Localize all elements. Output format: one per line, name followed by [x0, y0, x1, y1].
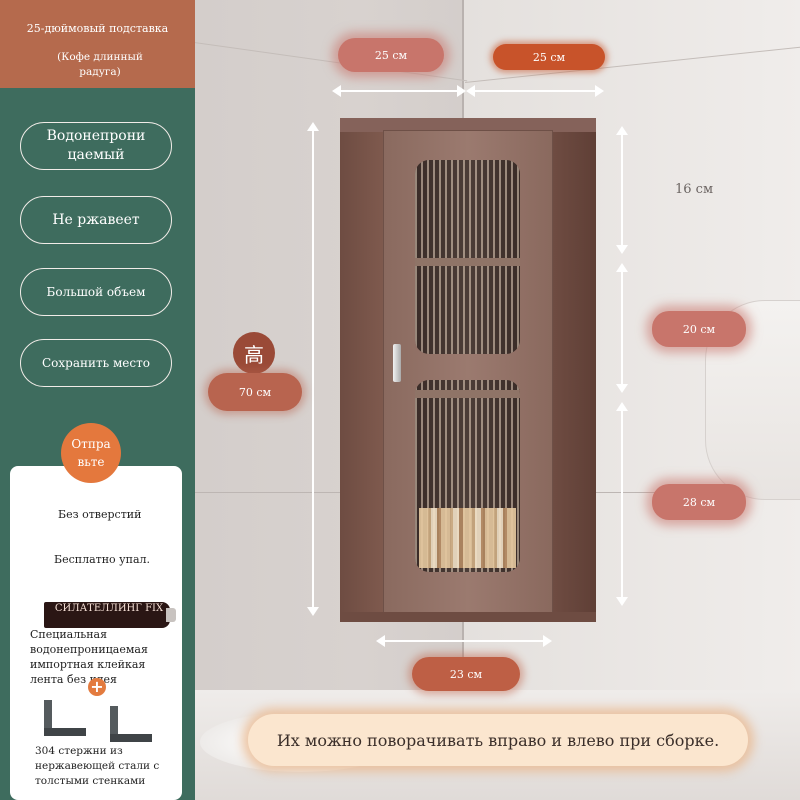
feature-label: Большой объем [46, 284, 146, 299]
feature-label: Сохранить место [41, 355, 150, 370]
feature-rustproof: Не ржавеет [20, 196, 172, 244]
gift-item-no-holes: Без отверстий [58, 508, 142, 521]
product-variant: (Кофе длинный радуга) [57, 51, 143, 78]
height-glyph: 高 [233, 332, 275, 374]
gift-item-free: Бесплатно упал. [54, 553, 151, 566]
feature-large-capacity: Большой объем [20, 268, 172, 316]
section-bottom-label: 28 см [652, 484, 746, 520]
cabinet-side-left [340, 118, 384, 616]
glue-tube-label: СИЛАТЕЛЛИНГ FIX [54, 603, 164, 614]
glue-tube-image: СИЛАТЕЛЛИНГ FIX [44, 602, 176, 628]
cabinet-base [340, 612, 596, 622]
section-bottom-arrow [616, 402, 628, 606]
gift-item-steel-rods: 304 стержни из нержавеющей стали с толст… [35, 745, 160, 787]
section-mid-label: 20 см [652, 311, 746, 347]
gift-card [10, 466, 182, 800]
gift-badge: Отпра вьте [61, 423, 121, 483]
cabinet-glass-upper [415, 160, 520, 354]
depth-right-label: 25 см [493, 44, 605, 70]
steel-bracket-image [44, 700, 86, 736]
depth-right-arrow [466, 85, 604, 97]
product-header: 25-дюймовый подставка (Кофе длинный раду… [0, 0, 195, 88]
steel-bracket-image [110, 706, 152, 742]
depth-left-arrow [332, 85, 466, 97]
height-arrow [307, 122, 319, 616]
feature-label: Водонепрони цаемый [46, 128, 146, 163]
feature-save-space: Сохранить место [20, 339, 172, 387]
product-title: 25-дюймовый подставка [26, 22, 169, 35]
depth-left-label: 25 см [338, 38, 444, 72]
glue-tube-cap [166, 608, 176, 622]
cabinet-top [340, 118, 596, 132]
height-label: 70 см [208, 373, 302, 411]
width-label: 23 см [412, 657, 520, 691]
cabinet-side-right [552, 118, 596, 616]
feature-label: Не ржавеет [52, 211, 140, 228]
feature-waterproof: Водонепрони цаемый [20, 122, 172, 170]
door-handle [393, 344, 401, 382]
cabinet-glass-lower [415, 380, 520, 572]
assembly-caption: Их можно поворачивать вправо и влево при… [248, 714, 748, 766]
section-top-arrow [616, 126, 628, 254]
plus-icon: + [88, 678, 106, 696]
width-arrow [376, 635, 552, 647]
gift-item-tape: Специальная водонепроницаемая импортная … [30, 628, 148, 686]
section-top-label: 16 см [675, 182, 714, 197]
section-mid-arrow [616, 263, 628, 393]
